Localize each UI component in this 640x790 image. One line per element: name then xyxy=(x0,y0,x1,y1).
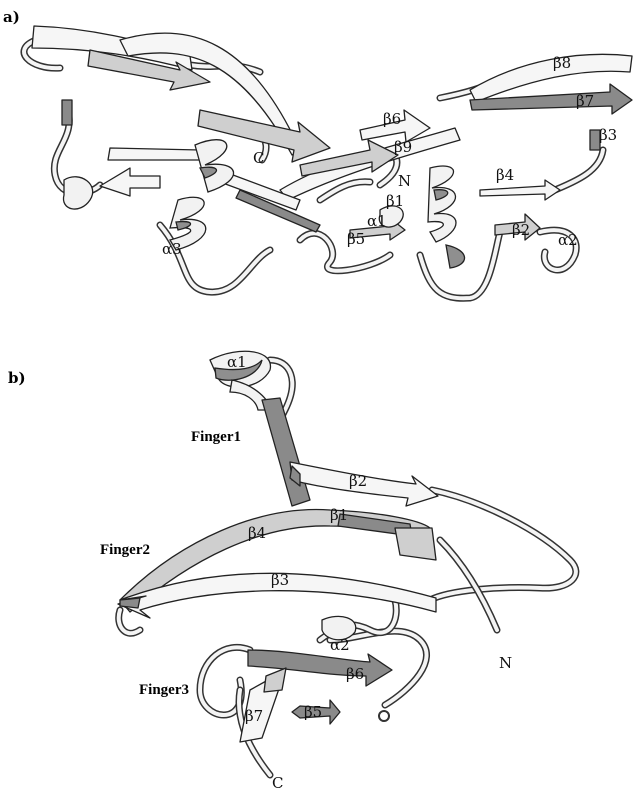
label-b-beta4: β4 xyxy=(248,524,266,542)
panel-b-label: b) xyxy=(8,369,26,387)
label-beta8: β8 xyxy=(553,54,571,72)
label-alpha2: α2 xyxy=(558,231,578,249)
label-alpha1: α1 xyxy=(367,212,387,230)
label-b-beta5: β5 xyxy=(304,703,322,721)
label-b-n-terminus: N xyxy=(499,654,512,672)
panel-b-coil-knot xyxy=(379,711,389,721)
label-b-c-terminus: C xyxy=(272,774,283,790)
label-b-beta7: β7 xyxy=(245,707,263,725)
panel-a: a) xyxy=(3,8,632,298)
label-b-alpha1: α1 xyxy=(227,353,247,371)
label-beta4: β4 xyxy=(496,166,514,184)
label-alpha3: α3 xyxy=(162,240,182,258)
panel-b: b) xyxy=(8,351,576,790)
panel-a-strands xyxy=(32,26,632,240)
label-beta6: β6 xyxy=(383,110,401,128)
panel-a-label: a) xyxy=(3,8,20,26)
label-b-beta2: β2 xyxy=(349,472,367,490)
label-c-terminus: C xyxy=(253,149,264,167)
label-beta2: β2 xyxy=(512,221,530,239)
label-n-terminus: N xyxy=(398,172,411,190)
label-beta3: β3 xyxy=(599,126,617,144)
label-finger3: Finger3 xyxy=(139,682,189,698)
label-beta5: β5 xyxy=(347,230,365,248)
label-beta1: β1 xyxy=(386,192,404,210)
label-finger1: Finger1 xyxy=(191,429,241,445)
label-beta9: β9 xyxy=(394,138,412,156)
label-beta7: β7 xyxy=(576,92,594,110)
label-b-beta6: β6 xyxy=(346,665,364,683)
label-b-beta3: β3 xyxy=(271,571,289,589)
label-b-alpha2: α2 xyxy=(330,636,350,654)
label-b-beta1: β1 xyxy=(330,506,348,524)
label-finger2: Finger2 xyxy=(100,542,150,558)
